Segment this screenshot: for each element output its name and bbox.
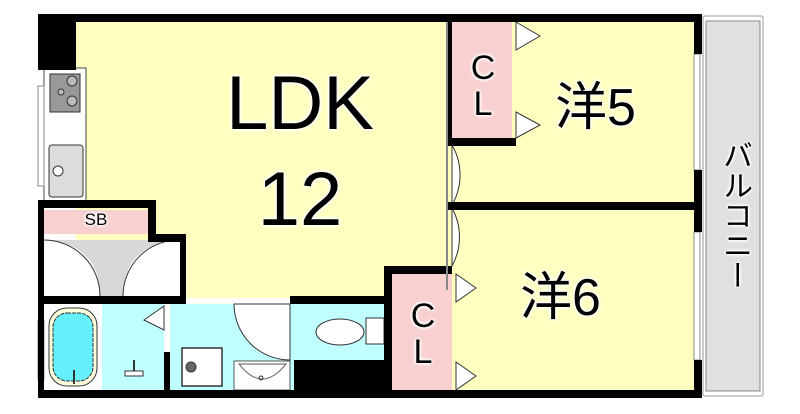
closet-2-label: C L — [410, 297, 436, 371]
western-room-5-label: 洋5 — [555, 79, 636, 137]
washing-machine-icon — [181, 347, 223, 387]
kitchen-counter — [43, 67, 87, 203]
shoebox — [44, 210, 148, 234]
door-swing — [451, 207, 460, 267]
closet-1-label: C L — [470, 49, 496, 123]
entrance — [43, 239, 183, 297]
walls — [38, 14, 702, 398]
ldk-label: LDK — [226, 61, 374, 146]
closet-2 — [390, 272, 452, 390]
faucet-icon — [124, 360, 144, 377]
closet-doors — [143, 21, 542, 391]
closet-1 — [452, 22, 512, 140]
door-swing — [233, 303, 291, 361]
balcony-label: バルコニー — [718, 140, 751, 290]
ldk-size-label: 12 — [257, 157, 343, 242]
shoebox-label: SB — [84, 210, 108, 229]
balcony-area — [702, 15, 764, 397]
wash-basin-icon — [233, 360, 291, 391]
western-room-6-label: 洋6 — [520, 269, 601, 327]
toilet-icon — [315, 317, 385, 346]
western-room-6 — [448, 206, 700, 390]
bathtub-icon — [48, 307, 98, 387]
